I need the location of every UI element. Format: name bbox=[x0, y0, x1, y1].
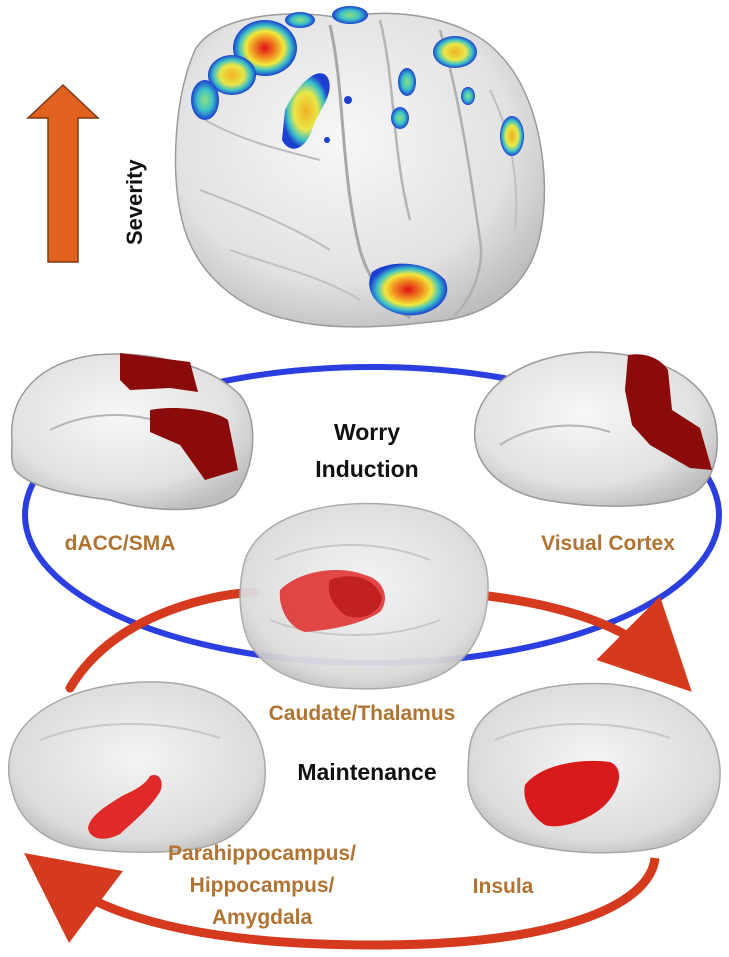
brain-glass-icon bbox=[467, 682, 721, 854]
region-label-dacc: dACC/SMA bbox=[65, 532, 176, 555]
brain-glass-icon bbox=[7, 681, 266, 853]
region-label-amygdala: Amygdala bbox=[212, 906, 313, 929]
severity-arrow bbox=[26, 83, 100, 263]
region-label-parahippocampus: Parahippocampus/ bbox=[168, 842, 356, 865]
worry-induction-label-line2: Induction bbox=[315, 456, 418, 482]
severity-label: Severity bbox=[122, 159, 147, 245]
region-label-caudate-thalamus: Caudate/Thalamus bbox=[269, 702, 456, 725]
brain-medial-icon bbox=[10, 353, 254, 511]
region-label-insula: Insula bbox=[473, 875, 534, 898]
brain-lateral-heatmap-icon bbox=[174, 6, 546, 328]
maintenance-loop bbox=[23, 587, 692, 950]
region-label-hippocampus: Hippocampus/ bbox=[190, 874, 335, 897]
maintenance-label: Maintenance bbox=[297, 759, 436, 785]
region-label-visual-cortex: Visual Cortex bbox=[541, 532, 675, 555]
worry-induction-label-line1: Worry bbox=[334, 419, 400, 445]
brain-glass-icon bbox=[239, 502, 489, 690]
brain-medial-icon bbox=[474, 351, 718, 507]
